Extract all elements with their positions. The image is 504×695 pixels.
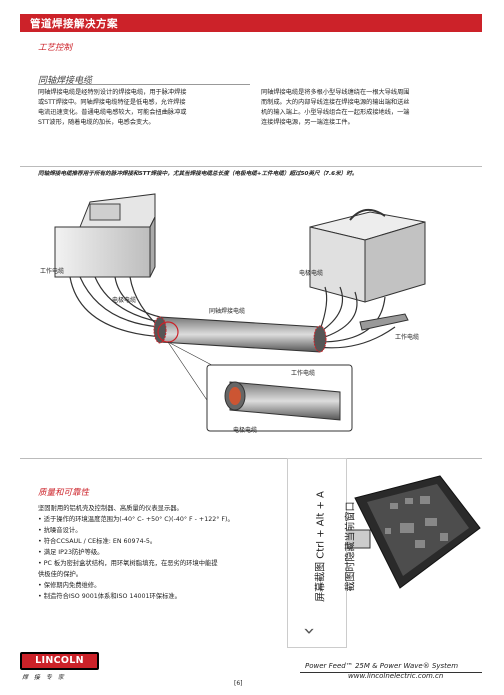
left-line: 同轴焊接电缆是经特别设计的焊接电缆，用于脉冲焊接 xyxy=(38,89,187,96)
screenshot-overlay-panel[interactable]: 屏幕截图 Ctrl + Alt + A 截图时隐藏当前窗口 › xyxy=(287,458,357,648)
logo-text: LINCOLN ELECTRIC xyxy=(33,655,86,680)
list-item: • 制造符合ISO 9001体系和ISO 14001环保标准。 xyxy=(38,593,181,600)
divider-top xyxy=(20,166,482,167)
quality-list: 坚固耐用的铝机壳及控制器、高质量的仪表显示器。 • 适于操作的环境温度范围为(-… xyxy=(38,503,234,602)
label-coaxial-cable: 同轴焊接电缆 xyxy=(209,308,246,315)
logo-tagline: 焊 接 专 家 xyxy=(22,674,66,681)
detail-label-electrode-cable: 电极电缆 xyxy=(233,427,258,434)
coaxial-cable-diagram xyxy=(54,193,426,432)
detail-label-work-cable: 工作电缆 xyxy=(291,370,316,377)
recommendation-note: 同轴焊接电缆推荐用于所有的脉冲焊接和STT焊接中，尤其当焊接电缆总长度（电极电缆… xyxy=(38,171,358,177)
section-heading-process-control: 工艺控制 xyxy=(38,43,73,53)
left-line: STT波形，随着电缆的加长，电感会变大。 xyxy=(38,119,155,126)
footer-rule xyxy=(300,672,482,673)
left-paragraph: 同轴焊接电缆是经特别设计的焊接电缆，用于脉冲焊接 或STT焊接中。同轴焊接电缆特… xyxy=(38,88,258,128)
label-work-cable-right: 工作电缆 xyxy=(395,334,420,341)
label-electrode-cable-left: 电极电缆 xyxy=(112,297,137,304)
list-item: • 保修期内免费维修。 xyxy=(38,582,101,589)
product-name: Power Feed™ 25M & Power Wave® System xyxy=(305,662,459,670)
right-line: 机的输入端上。小型导线组合在一起形成接地线，一端 xyxy=(261,109,410,116)
header-bar: 管道焊接解决方案 xyxy=(20,14,482,32)
overlay-shortcut-text: 屏幕截图 Ctrl + Alt + A xyxy=(315,491,327,602)
list-item: • 适于操作的环境温度范围为(-40° C- +50° C)(-40° F - … xyxy=(38,516,234,523)
lincoln-electric-logo: LINCOLN ELECTRIC xyxy=(20,652,99,680)
subheading-coaxial-cable: 同轴焊接电缆 xyxy=(38,76,93,86)
list-item: • 抗噪音设计。 xyxy=(38,527,82,534)
right-line: 而制成。大的内部导线连接在焊接电源的输出端和送丝 xyxy=(261,99,410,106)
right-paragraph: 同轴焊接电缆是将多根小型导线缠绕在一根大导线周围 而制成。大的内部导线连接在焊接… xyxy=(261,88,486,128)
subheading-underline xyxy=(38,84,250,85)
label-electrode-cable-right: 电极电缆 xyxy=(299,270,324,277)
right-line: 同轴焊接电缆是将多根小型导线缠绕在一根大导线周围 xyxy=(261,89,410,96)
wire-feeder-box xyxy=(309,209,426,303)
chevron-down-icon[interactable]: › xyxy=(298,627,322,635)
right-line: 连接焊接电源，另一端连接工件。 xyxy=(261,119,354,126)
list-item: • PC 板为密封盒状结构，用环氧树脂填充，在恶劣的环境中能提 xyxy=(38,560,218,567)
section-heading-quality: 质量和可靠性 xyxy=(38,488,90,498)
page-title: 管道焊接解决方案 xyxy=(30,18,118,30)
divider-mid xyxy=(20,458,482,459)
left-line: 电流迅速变化。普通电缆电感较大，可能会扭曲脉冲或 xyxy=(38,109,187,116)
page-number: [6] xyxy=(234,680,243,687)
list-item: • 满足 IP23防护等级。 xyxy=(38,549,104,556)
list-item: • 符合CCSAUL / CE标准: EN 60974-5。 xyxy=(38,538,157,545)
overlay-hide-window-text[interactable]: 截图时隐藏当前窗口 xyxy=(345,501,357,592)
list-item: 供极佳的保护。 xyxy=(38,571,83,578)
coaxial-cable xyxy=(159,316,321,353)
power-source-machine xyxy=(54,193,156,278)
list-item: 坚固耐用的铝机壳及控制器、高质量的仪表显示器。 xyxy=(38,505,183,512)
website-url: www.lincolnelectric.com.cn xyxy=(348,672,444,680)
work-clamp xyxy=(359,313,409,331)
control-board-image xyxy=(345,475,481,589)
label-work-cable-left: 工作电缆 xyxy=(40,268,65,275)
left-line: 或STT焊接中。同轴焊接电缆特征是低电感，允许焊接 xyxy=(38,99,186,106)
